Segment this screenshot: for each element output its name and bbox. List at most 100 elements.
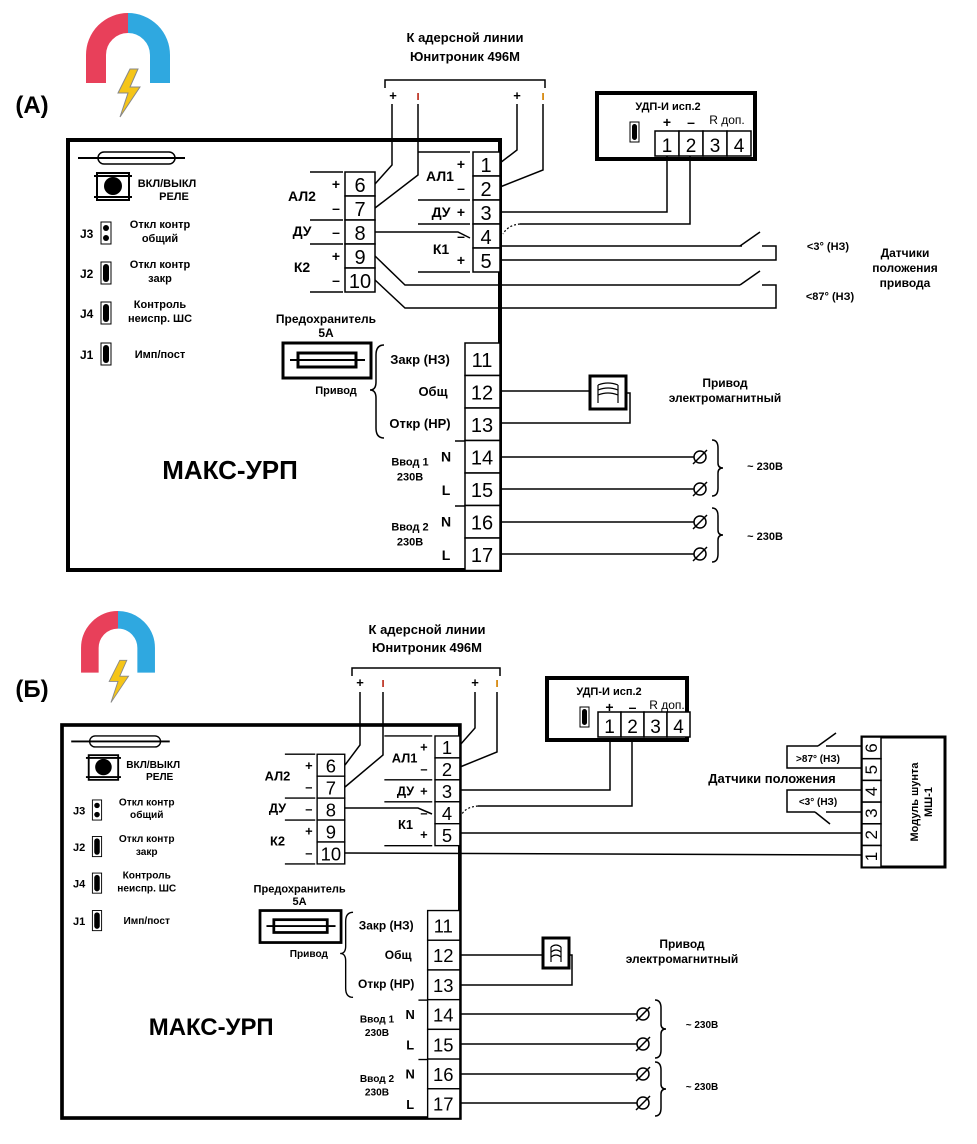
terminal-10 [344,267,376,293]
terminal-number: 14 [433,1005,453,1026]
logo-arc-red [81,611,119,673]
line-bracket [351,667,501,676]
udp-r-extra: R доп. [649,698,685,712]
udp-sign-minus: – [687,114,695,130]
terminal-number: 7 [326,778,336,799]
coil-turn [550,954,562,958]
terminal-10 [316,841,346,865]
terminal-number: 5 [442,825,452,846]
sensor-label-low: <3° (НЗ) [807,241,849,253]
terminal-17 [426,1088,461,1120]
group-label-du: ДУ [269,801,287,816]
terminal-number: 11 [472,350,493,372]
group-label-k1: К1 [433,241,450,257]
terminal-sign: – [305,802,312,817]
jumper-id: J1 [73,916,85,928]
button-label-2: РЕЛЕ [159,191,189,203]
relay-label-open: Откр (НР) [358,977,414,991]
coil-turn [597,387,619,391]
input-label: Ввод 2 [391,522,428,534]
supply-label: ~ 230В [686,1020,719,1031]
jumper-label: закр [148,273,172,285]
group-label-du: ДУ [397,783,415,798]
terminal-sign: + [457,252,465,268]
line-l: L [406,1097,414,1112]
drive-label: Привод [290,949,329,960]
relay-button[interactable] [85,754,121,781]
wire [374,255,740,286]
wire [478,740,633,807]
relay-button[interactable] [94,172,132,201]
supply-label: ~ 230В [747,461,783,473]
udp-r-extra: R доп. [709,113,745,127]
supply-label: ~ 230В [686,1082,719,1093]
wire [344,852,863,856]
coil-turn [597,382,619,386]
wire [459,692,476,746]
terminal-sign: – [457,180,465,196]
terminal-sign: – [420,805,427,820]
screw-slash [635,1036,651,1052]
jumper-label: неиспр. ШС [117,883,176,894]
udp-terminal-number: 2 [627,717,638,738]
udp-jumper-cap [582,709,587,725]
jumper-pin [94,811,100,818]
terminal-number: 10 [321,843,341,864]
jumper-id: J3 [80,227,94,241]
logo-arc-blue [127,13,170,83]
supply-brace [654,1061,667,1117]
group-label-du: ДУ [432,204,451,220]
screw-slash [692,481,708,497]
device-name: МАКС-УРП [162,455,298,485]
jumper-pin [103,235,109,241]
wire [374,104,393,185]
line-terminal: ı [541,88,545,103]
sensor-caption: положения [872,261,938,275]
input-voltage: 230В [397,537,423,549]
sensor-caption: Датчики положения [708,771,836,786]
terminal-11 [464,342,501,377]
logo-arc-blue [117,611,155,673]
terminal-number: 15 [471,480,493,502]
terminal-number: 15 [433,1034,453,1055]
screw-slash [692,546,708,562]
terminal-number: 11 [434,916,453,937]
terminal-sign: – [305,846,312,861]
shunt-terminal-number: 2 [862,830,881,839]
drive-caption: электромагнитный [669,391,782,405]
jumper-label: Контроль [123,871,171,882]
line-l: L [442,547,451,563]
input-voltage: 230В [397,472,423,484]
terminal-sign: – [332,200,340,216]
jumper-label: Откл контр [130,219,191,231]
jumper-label: Откл контр [130,259,191,271]
wire [459,692,498,768]
wire-crossing [461,805,479,815]
terminal-16 [426,1058,461,1090]
group-label-al2: АЛ2 [288,188,316,204]
reed-switch-icon [97,151,176,165]
fuse-label: Предохранитель [254,883,346,895]
lightning-icon [108,659,130,703]
wire [786,789,862,813]
panel-label: (Б) [15,676,48,703]
drive-caption: Привод [702,376,748,390]
fuse-rating: 5А [318,326,334,340]
terminal-number: 2 [480,179,491,201]
relay-label-closed: Закр (НЗ) [359,919,414,933]
button-label-1: ВКЛ/ВЫКЛ [126,760,180,771]
drive-caption: Привод [659,937,705,951]
